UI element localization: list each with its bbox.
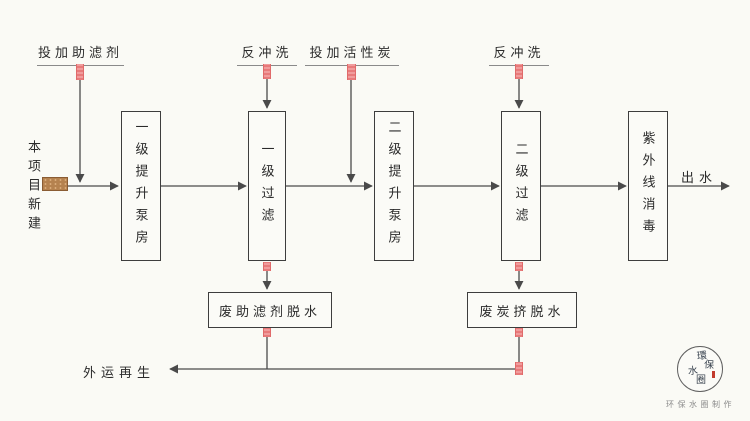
process-box-filter-1: 一级过滤	[248, 111, 286, 261]
label-backwash-1: 反冲洗	[237, 42, 297, 66]
logo-badge: 環 保 水 圈	[677, 346, 723, 392]
waste-box-filter-aid-dewater: 废助滤剂脱水	[208, 292, 332, 328]
red-tick-filter2-bottom	[515, 262, 523, 271]
inlet-pipe-chip	[42, 177, 68, 191]
label-dosing-filter-aid: 投加助滤剂	[37, 42, 124, 66]
process-box-label: 一级提升泵房	[133, 120, 149, 252]
logo-char: 保	[703, 359, 715, 372]
process-box-lift-pump-1: 一级提升泵房	[121, 111, 161, 261]
label-dosing-activated-carbon: 投加活性炭	[305, 42, 399, 66]
process-box-label: 一级过滤	[259, 142, 275, 230]
label-project-new-build: 本项目新建	[26, 140, 41, 235]
red-tick-filter1-bottom	[263, 262, 271, 271]
red-tick-dewater2-bottom	[515, 328, 523, 337]
waste-box-label: 废炭挤脱水	[479, 303, 565, 319]
red-tick-dewater1-bottom	[263, 328, 271, 337]
logo-seal-mark	[712, 371, 715, 378]
red-tick-haul-junction	[515, 362, 523, 375]
red-tick-dosing-carbon	[347, 64, 356, 80]
red-tick-backwash-2	[515, 64, 523, 79]
process-box-label: 二级提升泵房	[386, 120, 402, 252]
logo-caption: 环保水圈制作	[666, 400, 735, 409]
waste-box-label: 废助滤剂脱水	[218, 303, 321, 319]
red-tick-dosing-aid	[76, 64, 84, 80]
logo-char: 圈	[696, 375, 706, 386]
red-tick-backwash-1	[263, 64, 271, 79]
process-box-lift-pump-2: 二级提升泵房	[374, 111, 414, 261]
label-outlet-water: 出水	[681, 170, 718, 185]
process-box-label: 紫外线消毒	[640, 131, 656, 241]
process-box-uv-disinfection: 紫外线消毒	[628, 111, 668, 261]
label-backwash-2: 反冲洗	[489, 42, 549, 66]
label-haul-away-regen: 外运再生	[83, 365, 156, 380]
process-box-filter-2: 二级过滤	[501, 111, 541, 261]
waste-box-carbon-dewater: 废炭挤脱水	[467, 292, 577, 328]
process-box-label: 二级过滤	[513, 142, 529, 230]
